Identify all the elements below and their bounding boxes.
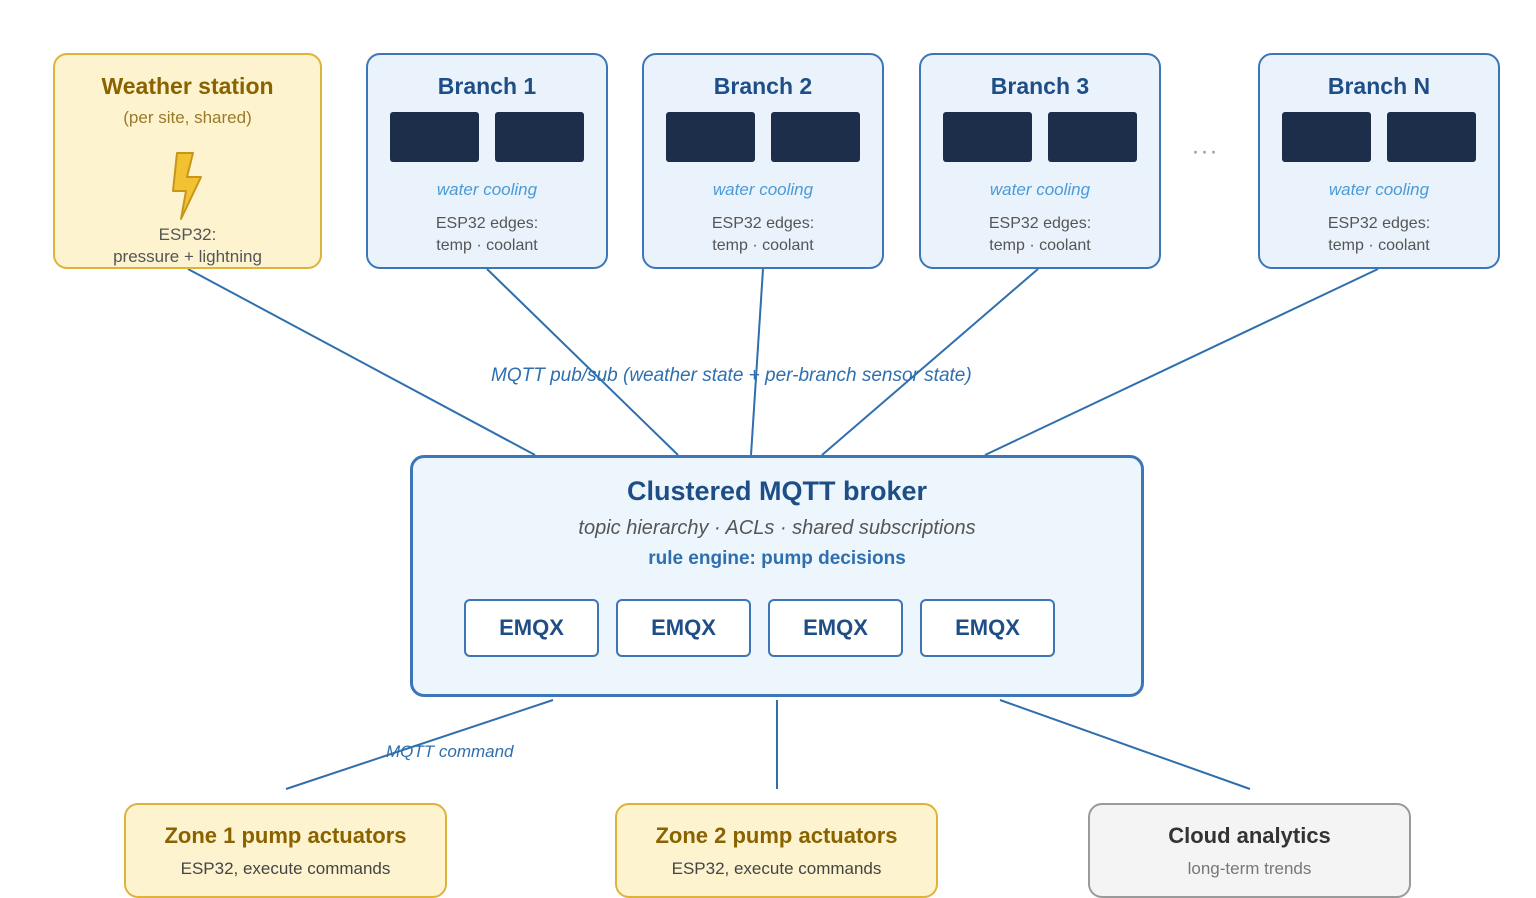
branch-cooling: water cooling	[712, 180, 814, 199]
broker-rule-engine: rule engine: pump decisions	[648, 548, 906, 569]
mqtt-pubsub-label: MQTT pub/sub (weather state + per-branch…	[491, 365, 972, 386]
branch-title: Branch 3	[990, 73, 1090, 99]
weather-edge-line2: pressure + lightning	[113, 247, 262, 266]
branch-edges-line2: temp · coolant	[1328, 237, 1430, 254]
branch-edges-line2: temp · coolant	[436, 237, 538, 254]
emqx-node: EMQX	[616, 599, 751, 657]
branch-edges-line1: ESP32 edges:	[1327, 215, 1431, 232]
branch-edges-line1: ESP32 edges:	[711, 215, 815, 232]
zone1-pump-box: Zone 1 pump actuators ESP32, execute com…	[124, 803, 447, 898]
zone-subtitle: ESP32, execute commands	[671, 859, 882, 878]
zone2-pump-box: Zone 2 pump actuators ESP32, execute com…	[615, 803, 938, 898]
connector-broker-to-cloud	[999, 699, 1251, 790]
server-rack	[1387, 112, 1476, 162]
server-rack	[1282, 112, 1371, 162]
branch-cooling: water cooling	[989, 180, 1091, 199]
cloud-subtitle: long-term trends	[1187, 859, 1312, 878]
server-rack	[495, 112, 584, 162]
branch-edges-line2: temp · coolant	[989, 237, 1091, 254]
branch-cooling: water cooling	[436, 180, 538, 199]
mqtt-broker-box: Clustered MQTT broker topic hierarchy · …	[410, 455, 1144, 697]
connector-branch1-to-broker	[486, 268, 679, 456]
connector-weather-to-broker	[187, 268, 536, 456]
branch-title: Branch N	[1327, 73, 1431, 99]
branch-box-1: Branch 1 water cooling ESP32 edges: temp…	[366, 53, 608, 269]
emqx-node: EMQX	[464, 599, 599, 657]
emqx-node: EMQX	[768, 599, 903, 657]
server-rack	[943, 112, 1032, 162]
connector-branch3-to-broker	[821, 268, 1039, 456]
zone-subtitle: ESP32, execute commands	[180, 859, 391, 878]
server-rack	[1048, 112, 1137, 162]
branch-title: Branch 2	[713, 73, 813, 99]
branch-box-n: Branch N water cooling ESP32 edges: temp…	[1258, 53, 1500, 269]
weather-edge-line1: ESP32:	[158, 225, 217, 244]
branch-edges-line1: ESP32 edges:	[435, 215, 539, 232]
branch-title: Branch 1	[437, 73, 537, 99]
server-rack	[771, 112, 860, 162]
branch-cooling: water cooling	[1328, 180, 1430, 199]
branch-edges-line1: ESP32 edges:	[988, 215, 1092, 232]
server-rack	[666, 112, 755, 162]
branch-edges: ESP32 edges: temp · coolant	[368, 213, 606, 257]
cloud-analytics-box: Cloud analytics long-term trends	[1088, 803, 1411, 898]
branch-box-2: Branch 2 water cooling ESP32 edges: temp…	[642, 53, 884, 269]
zone-title: Zone 1 pump actuators	[164, 823, 407, 848]
cloud-title: Cloud analytics	[1168, 823, 1331, 848]
zone-title: Zone 2 pump actuators	[655, 823, 898, 848]
branch-box-3: Branch 3 water cooling ESP32 edges: temp…	[919, 53, 1161, 269]
weather-station-subtitle: (per site, shared)	[123, 108, 252, 127]
connector-branch2-to-broker	[750, 268, 764, 456]
broker-title: Clustered MQTT broker	[626, 476, 928, 506]
server-rack	[390, 112, 479, 162]
branch-edges-line2: temp · coolant	[712, 237, 814, 254]
more-branches-ellipsis: ···	[1191, 138, 1219, 165]
branch-edges: ESP32 edges: temp · coolant	[1260, 213, 1498, 257]
emqx-node: EMQX	[920, 599, 1055, 657]
broker-subtitle: topic hierarchy · ACLs · shared subscrip…	[578, 517, 976, 539]
weather-station-title: Weather station	[101, 73, 274, 99]
mqtt-command-label: MQTT command	[386, 742, 514, 761]
connector-branchN-to-broker	[984, 268, 1379, 456]
weather-station-box: Weather station (per site, shared) ESP32…	[53, 53, 322, 269]
weather-station-edges: ESP32: pressure + lightning	[55, 224, 320, 268]
branch-edges: ESP32 edges: temp · coolant	[921, 213, 1159, 257]
branch-edges: ESP32 edges: temp · coolant	[644, 213, 882, 257]
lightning-bolt-icon	[172, 152, 202, 220]
connector-broker-to-zone1	[285, 699, 554, 790]
